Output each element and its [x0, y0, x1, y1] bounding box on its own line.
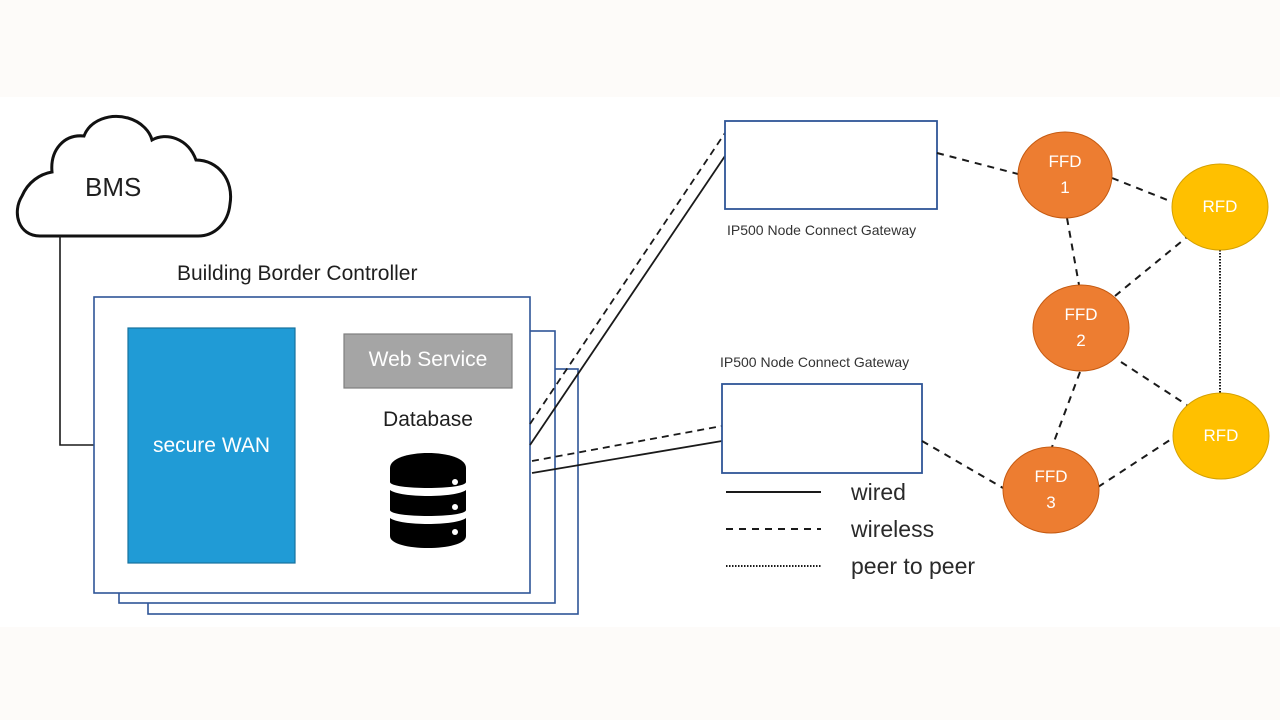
web-service-label: Web Service	[368, 348, 488, 371]
legend-wireless-label: wireless	[851, 516, 935, 542]
node-type: FFD	[1034, 467, 1068, 486]
node-type: FFD	[1064, 305, 1098, 324]
link-ffd3-rfd2	[1097, 437, 1174, 488]
node-type: FFD	[1048, 152, 1082, 171]
node-type: RFD	[1203, 426, 1239, 445]
node-type: RFD	[1202, 197, 1238, 216]
gateway-2-box[interactable]	[721, 383, 923, 474]
node-number: 2	[1076, 331, 1086, 350]
node-ffd3[interactable]	[1002, 446, 1100, 534]
bms-wire	[59, 236, 94, 446]
legend-wired-label: wired	[851, 479, 906, 505]
node-rfd2[interactable]	[1172, 392, 1270, 480]
node-ffd2[interactable]	[1032, 284, 1130, 372]
node-ffd1[interactable]	[1017, 131, 1113, 219]
node-ffd2-label: FFD 2	[1036, 302, 1126, 354]
node-ffd3-label: FFD 3	[1006, 464, 1096, 516]
wired-link-controller-gw2	[531, 440, 723, 474]
link-ffd1-ffd2	[1066, 217, 1080, 286]
link-ffd2-rfd2	[1120, 361, 1188, 406]
node-number: 1	[1060, 178, 1070, 197]
link-ffd2-ffd3	[1051, 371, 1081, 448]
bms-label: BMS	[85, 172, 142, 202]
controller-title: Building Border Controller	[177, 262, 418, 285]
legend-peer-label: peer to peer	[851, 553, 976, 579]
node-rfd1-label: RFD	[1175, 194, 1265, 220]
gateway-1-box[interactable]	[724, 120, 938, 210]
node-number: 3	[1046, 493, 1056, 512]
link-ffd1-rfd1	[1111, 177, 1176, 204]
gateway-2-label: IP500 Node Connect Gateway	[720, 354, 910, 370]
secure-wan-block[interactable]	[127, 327, 296, 564]
cloud-icon	[15, 114, 233, 238]
wireless-link-controller-gw1	[529, 132, 726, 425]
link-ffd2-rfd1	[1114, 236, 1188, 297]
link-gw1-ffd1	[936, 152, 1019, 175]
database-icon	[390, 453, 466, 548]
secure-wan-label: secure WAN	[152, 434, 271, 457]
node-rfd1[interactable]	[1171, 163, 1269, 251]
database-label: Database	[383, 408, 473, 431]
web-service-block[interactable]	[343, 333, 513, 389]
gateway-1-label: IP500 Node Connect Gateway	[727, 222, 917, 238]
node-rfd2-label: RFD	[1176, 423, 1266, 449]
wireless-link-controller-gw2	[531, 425, 723, 462]
link-gw2-ffd3	[921, 440, 1004, 489]
wired-link-controller-gw1	[529, 155, 726, 446]
node-ffd1-label: FFD 1	[1020, 149, 1110, 201]
